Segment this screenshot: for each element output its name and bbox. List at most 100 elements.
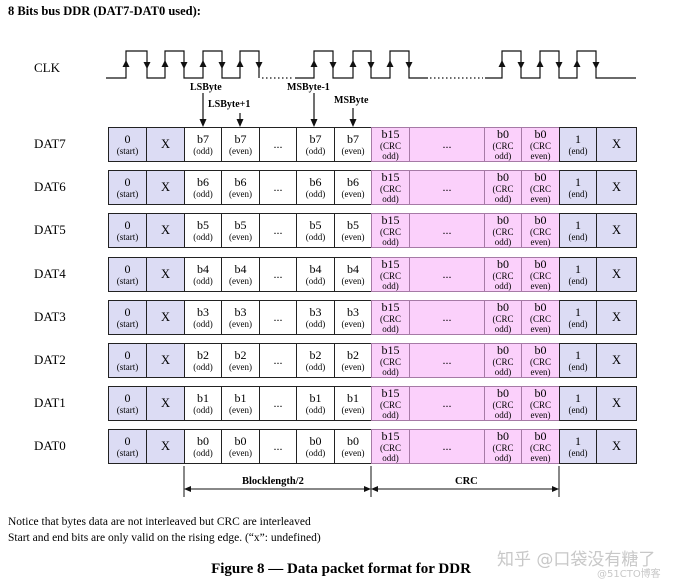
cell-text: b0 <box>197 434 209 448</box>
cell-text: odd) <box>494 324 512 334</box>
start-bit-cell: 0(start) <box>108 300 147 335</box>
cell-text: b4 <box>234 262 247 276</box>
cell-text: (end) <box>568 232 588 242</box>
cell-text: (odd) <box>193 276 213 286</box>
cell-text: b15 <box>381 127 400 141</box>
cell-text: (CRC <box>379 227 401 237</box>
data-bit-even-cell: b2(even) <box>334 343 372 378</box>
data-bit-even-cell: b4(even) <box>221 257 260 292</box>
cell-text: b0 <box>497 213 509 227</box>
data-bit-odd-cell: b6(odd) <box>184 170 222 205</box>
cell-text: (end) <box>568 362 588 372</box>
cell-text: (CRC <box>492 271 514 281</box>
data-bit-even-cell: b4(even) <box>334 257 372 292</box>
cell-text: b6 <box>234 175 247 189</box>
cell-text: odd) <box>494 151 512 161</box>
cell-text: ... <box>442 353 452 367</box>
undefined-cell: X <box>596 343 637 378</box>
signal-label: DAT3 <box>34 309 66 324</box>
cell-text: odd) <box>382 453 399 463</box>
cell-text: (end) <box>568 448 588 458</box>
cell-text: X <box>160 439 171 453</box>
ellipsis-cell: ... <box>259 213 297 248</box>
start-bit-cell: 0(start) <box>108 170 147 205</box>
cell-text: X <box>160 267 171 281</box>
cell-text: b5 <box>347 218 359 232</box>
undefined-cell: X <box>146 343 185 378</box>
cell-text: X <box>160 353 171 367</box>
cell-text: (start) <box>116 189 139 199</box>
end-bit-cell: 1(end) <box>559 300 597 335</box>
signal-label: DAT2 <box>34 352 66 367</box>
data-bit-even-cell: b7(even) <box>221 127 260 162</box>
data-bit-odd-cell: b4(odd) <box>296 257 335 292</box>
data-bit-even-cell: b6(even) <box>221 170 260 205</box>
cell-text: ... <box>273 180 283 194</box>
cell-text: b3 <box>347 305 359 319</box>
cell-text: b2 <box>347 348 359 362</box>
undefined-cell: X <box>146 300 185 335</box>
crc-ellipsis-cell: ... <box>409 386 485 421</box>
cell-text: X <box>160 180 171 194</box>
cell-text: (CRC <box>529 184 551 194</box>
cell-text: b7 <box>234 132 247 146</box>
cell-text: b0 <box>534 213 547 227</box>
figure-caption: Figure 8 — Data packet format for DDR <box>211 561 471 577</box>
cell-text: b0 <box>534 127 547 141</box>
data-bit-odd-cell: b5(odd) <box>296 213 335 248</box>
cell-text: (even) <box>229 232 252 242</box>
data-bit-even-cell: b1(even) <box>334 386 372 421</box>
undefined-cell: X <box>146 127 185 162</box>
undefined-cell: X <box>596 170 637 205</box>
undefined-cell: X <box>596 300 637 335</box>
cell-text: 1 <box>575 391 581 405</box>
note-interleave: Notice that bytes data are not interleav… <box>8 516 311 528</box>
cell-text: (start) <box>116 276 139 286</box>
undefined-cell: X <box>596 257 637 292</box>
cell-text: (end) <box>568 319 588 329</box>
cell-text: ... <box>442 180 452 194</box>
cell-text: ... <box>273 396 283 410</box>
cell-text: ... <box>273 310 283 324</box>
cell-text: b15 <box>381 300 400 314</box>
cell-text: X <box>611 439 622 453</box>
cell-text: b1 <box>347 391 359 405</box>
data-bit-even-cell: b0(even) <box>334 429 372 464</box>
crc-ellipsis-cell: ... <box>409 257 485 292</box>
cell-text: (CRC <box>379 400 401 410</box>
cell-text: b0 <box>497 386 509 400</box>
cell-text: even) <box>530 410 551 420</box>
cell-text: b2 <box>197 348 209 362</box>
cell-text: (start) <box>116 232 139 242</box>
cell-text: (even) <box>229 448 252 458</box>
cell-text: X <box>160 137 171 151</box>
cell-text: (odd) <box>305 319 326 329</box>
cell-text: b2 <box>309 348 322 362</box>
undefined-cell: X <box>146 213 185 248</box>
cell-text: b15 <box>381 343 400 357</box>
cell-text: (odd) <box>305 362 326 372</box>
cell-text: X <box>160 223 171 237</box>
cell-text: (CRC <box>492 141 514 151</box>
cell-text: (odd) <box>193 146 213 156</box>
cell-text: 0 <box>124 132 131 146</box>
cell-text: (odd) <box>193 448 213 458</box>
ellipsis-cell: ... <box>259 257 297 292</box>
cell-text: b0 <box>534 386 547 400</box>
data-bit-odd-cell: b3(odd) <box>184 300 222 335</box>
watermark-small: @51CTO博客 <box>597 569 661 580</box>
cell-text: b0 <box>497 300 509 314</box>
signal-label: DAT1 <box>34 395 66 410</box>
cell-text: ... <box>273 353 283 367</box>
cell-text: b6 <box>347 175 359 189</box>
cell-text: odd) <box>382 281 399 291</box>
